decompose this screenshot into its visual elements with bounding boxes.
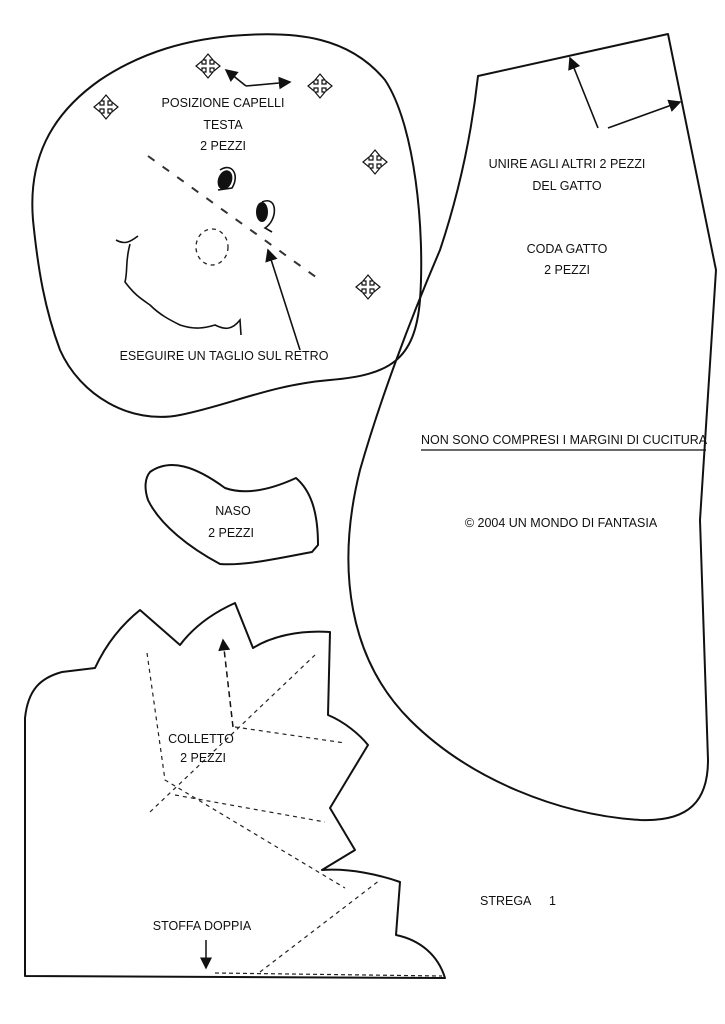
tail-title: CODA GATTO <box>527 242 608 256</box>
fold-note: STOFFA DOPPIA <box>153 919 252 933</box>
nose-title: NASO <box>215 504 251 518</box>
nose-position-mark <box>195 228 229 266</box>
pattern-name: STREGA <box>480 894 532 908</box>
collar-outline <box>24 602 446 979</box>
eye-icon <box>256 199 276 233</box>
eye-icon <box>217 166 236 191</box>
fold-line <box>174 794 326 823</box>
hair-line <box>115 235 242 336</box>
arrow-icon <box>607 99 682 129</box>
nose-count: 2 PEZZI <box>208 526 254 540</box>
arrow-icon <box>245 76 292 90</box>
page-number: 1 <box>549 894 556 908</box>
collar-count: 2 PEZZI <box>180 751 226 765</box>
tail-count: 2 PEZZI <box>544 263 590 277</box>
arrow-icon <box>224 69 247 87</box>
grain-arrow-icon <box>218 638 234 728</box>
arrow-icon <box>568 56 599 129</box>
fold-line <box>259 879 381 973</box>
head-count: 2 PEZZI <box>200 139 246 153</box>
head-cut-note: ESEGUIRE UN TAGLIO SUL RETRO <box>120 349 329 363</box>
hair-position-label: POSIZIONE CAPELLI <box>162 96 285 110</box>
tail-piece: UNIRE AGLI ALTRI 2 PEZZI DEL GATTO CODA … <box>347 33 717 822</box>
join-label-line1: UNIRE AGLI ALTRI 2 PEZZI <box>489 157 646 171</box>
copyright: © 2004 UN MONDO DI FANTASIA <box>465 516 658 530</box>
head-outline <box>31 33 423 418</box>
join-label-line2: DEL GATTO <box>532 179 602 193</box>
tail-outline <box>347 33 717 822</box>
head-title: TESTA <box>203 118 243 132</box>
collar-title: COLLETTO <box>168 732 234 746</box>
fold-edge-line <box>214 972 443 977</box>
head-piece: POSIZIONE CAPELLI TESTA 2 PEZZI ESEGUIRE… <box>31 33 423 418</box>
nose-outline <box>144 464 319 566</box>
seam-margin-note: NON SONO COMPRESI I MARGINI DI CUCITURA <box>421 433 708 447</box>
nose-piece: NASO 2 PEZZI <box>144 464 319 566</box>
arrow-icon <box>265 248 301 351</box>
fold-line <box>146 652 346 889</box>
fold-line <box>149 654 316 813</box>
collar-piece <box>24 602 446 979</box>
fold-line <box>234 726 346 744</box>
